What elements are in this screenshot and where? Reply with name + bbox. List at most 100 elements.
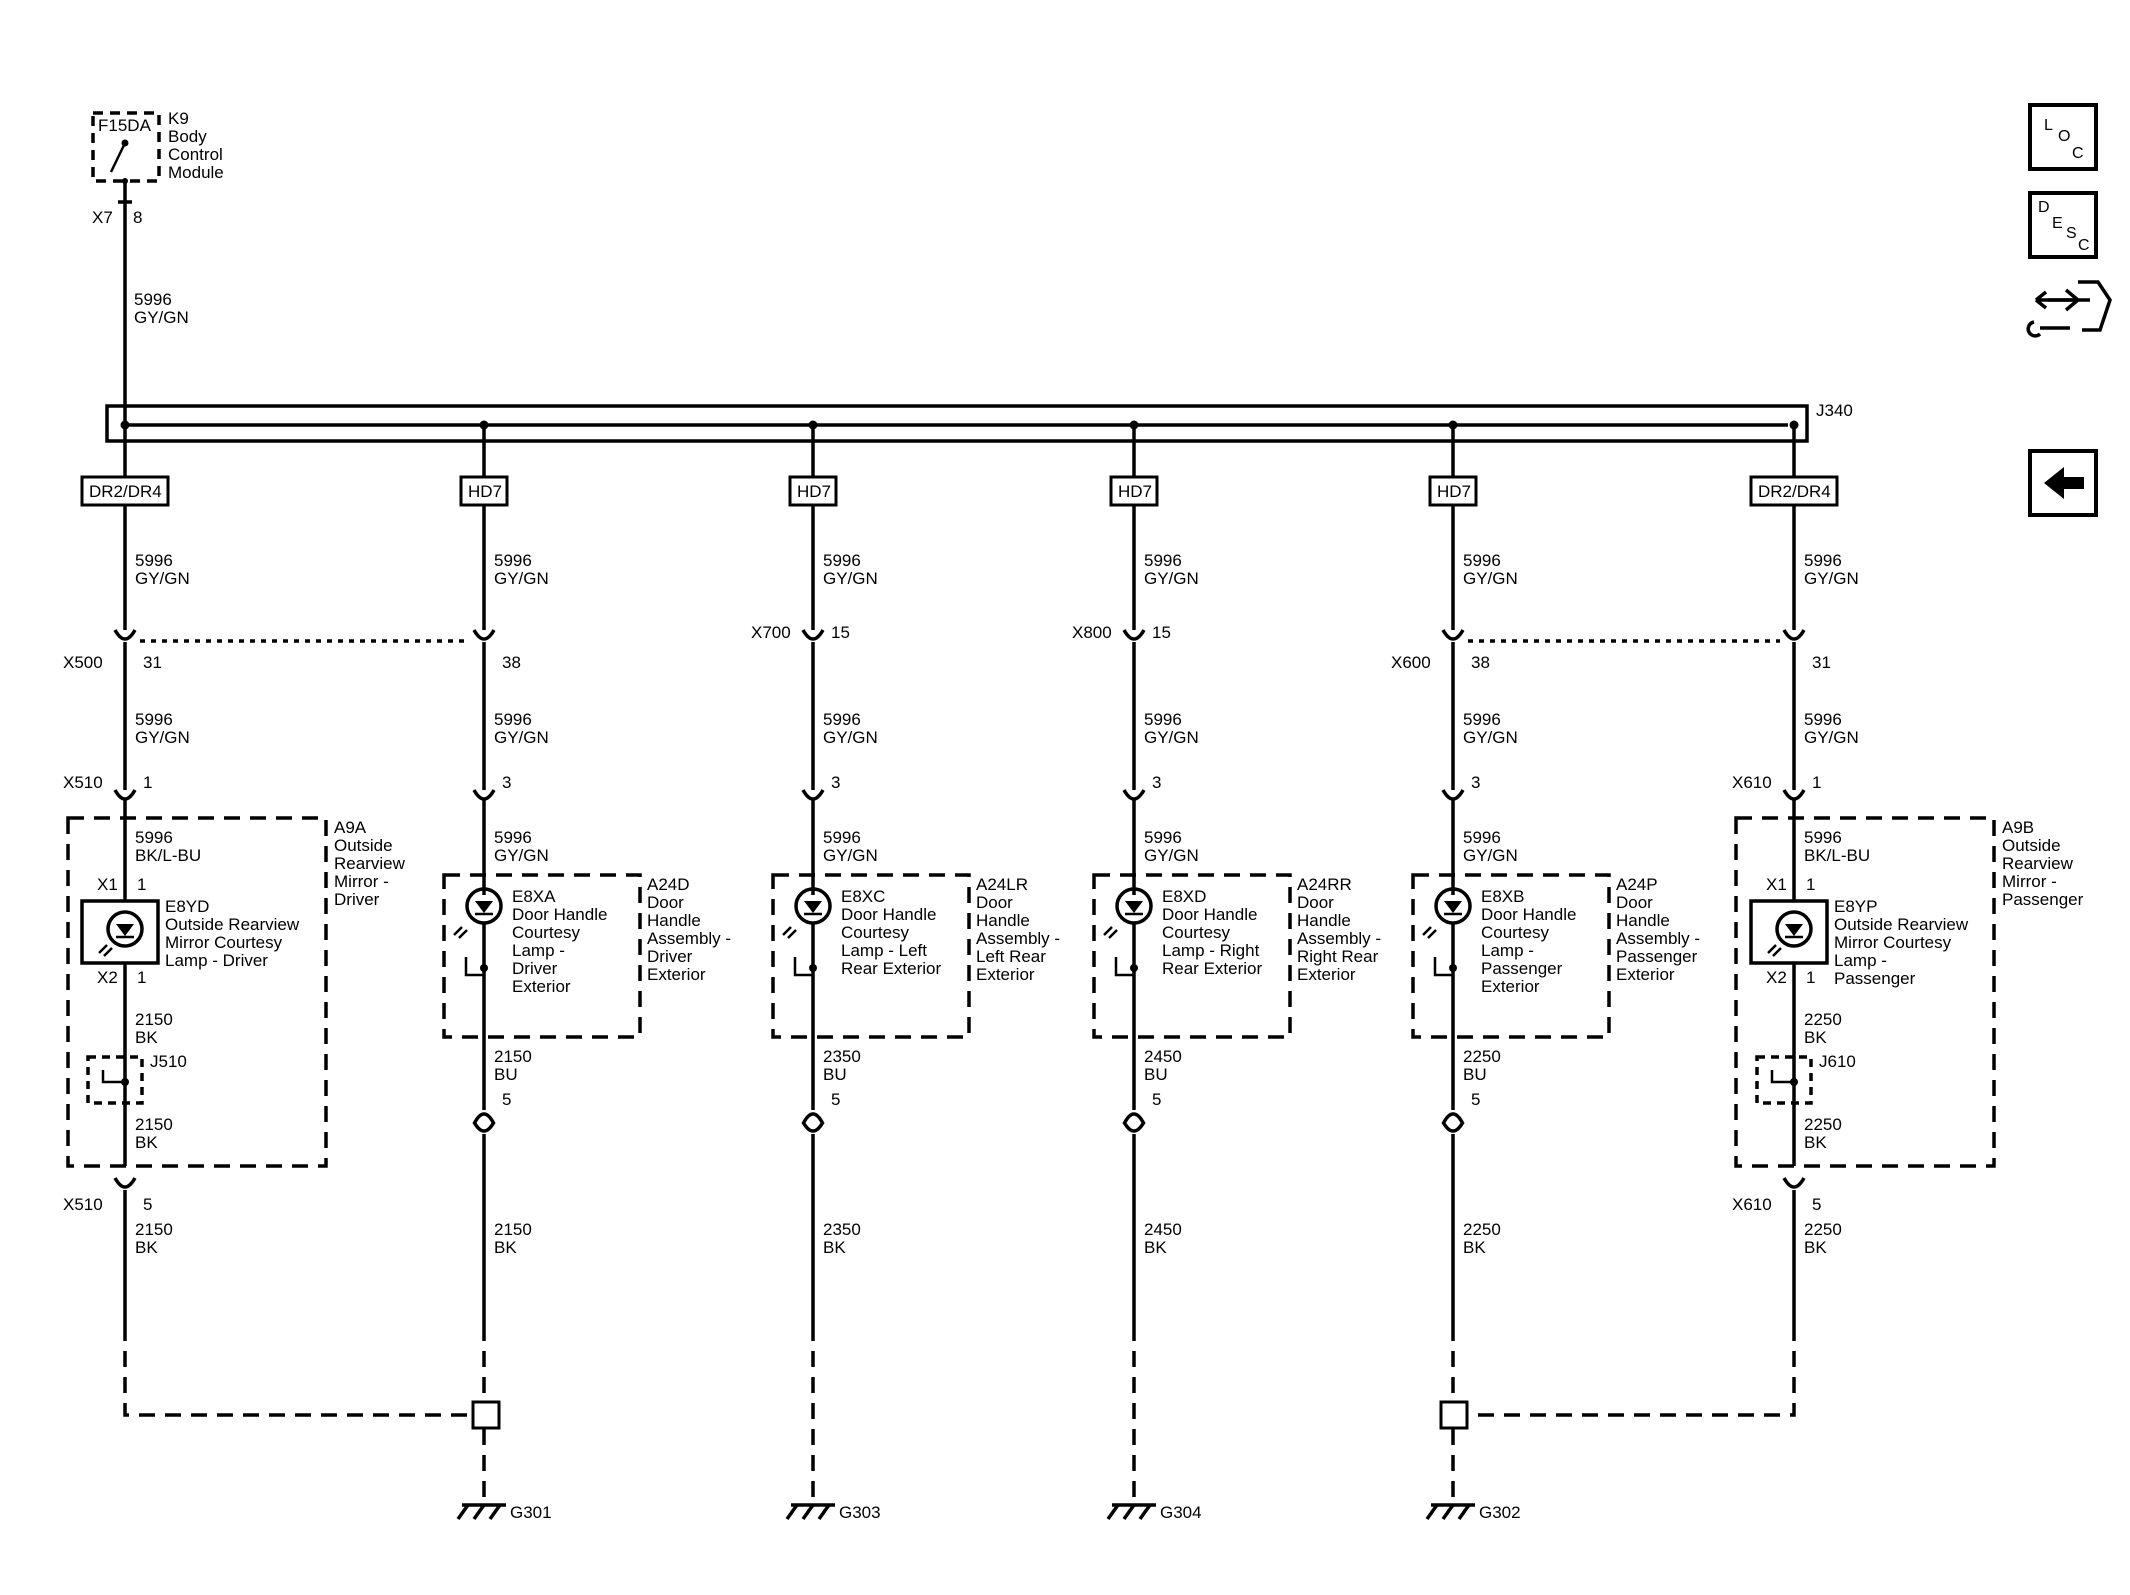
desc-letter: D — [2038, 199, 2050, 216]
pin-label: 15 — [1152, 623, 1171, 642]
module-name-line: Door — [976, 893, 1013, 912]
circuit-branch: HD75996GY/GN385996GY/GN35996GY/GNA24DDoo… — [442, 420, 731, 1522]
module-id: A24P — [1616, 875, 1658, 894]
module-name-line: Handle — [1297, 911, 1351, 930]
wire-circuit: 2250 — [1463, 1220, 1501, 1239]
loc-letter: O — [2058, 128, 2070, 145]
lamp-name-line: Mirror Courtesy — [1834, 933, 1952, 952]
lamp-name-line: Courtesy — [841, 923, 910, 942]
inline-harness-box — [80, 475, 170, 507]
inline-harness-box — [1428, 475, 1478, 507]
wire-circuit: 5996 — [135, 710, 173, 729]
back-arrow-button[interactable] — [2028, 449, 2098, 517]
wire-circuit: 5996 — [134, 290, 172, 309]
wire-circuit: 5996 — [135, 551, 173, 570]
pin-label: 1 — [137, 968, 146, 987]
connector-label: X500 — [63, 653, 103, 672]
desc-letter: S — [2066, 225, 2077, 242]
connector-cavity — [1122, 1121, 1146, 1133]
inner-splice-housing — [86, 1055, 144, 1105]
connector-label: X700 — [751, 623, 791, 642]
module-housing — [1411, 873, 1611, 1039]
pin-label: 1 — [1806, 968, 1815, 987]
module-name-line: Outside — [334, 836, 393, 855]
lamp-name-line: Exterior — [512, 977, 571, 996]
module-id: A9A — [334, 818, 367, 837]
wire-color: GY/GN — [1804, 728, 1859, 747]
wire-circuit: 5996 — [823, 551, 861, 570]
module-housing — [442, 873, 642, 1039]
wire-color: GY/GN — [494, 728, 549, 747]
wire-color: GY/GN — [135, 569, 190, 588]
repair-procedure-icon[interactable] — [2026, 280, 2112, 338]
module-name-line: Assembly - — [647, 929, 731, 948]
wire-circuit: 5996 — [494, 828, 532, 847]
back-arrow-icon — [2044, 467, 2084, 499]
wire-color: BU — [494, 1065, 518, 1084]
lamp-name-line: Rear Exterior — [841, 959, 941, 978]
pin-label: 5 — [143, 1195, 152, 1214]
wire-circuit: 5996 — [135, 828, 173, 847]
lamp-id: E8XA — [512, 887, 556, 906]
module-name-line: Rearview — [334, 854, 406, 873]
inline-harness-box — [788, 475, 838, 507]
lamp-id: E8YD — [165, 897, 209, 916]
connector-label: X2 — [1766, 968, 1787, 987]
pin-label: 15 — [831, 623, 850, 642]
module-housing — [771, 873, 971, 1039]
module-name-line: Passenger — [1616, 947, 1698, 966]
module-name-line: Handle — [1616, 911, 1670, 930]
inline-harness-box — [459, 475, 509, 507]
wire-color: GY/GN — [1463, 846, 1518, 865]
connector-label: X610 — [1732, 773, 1772, 792]
wire-color: BK/L-BU — [135, 846, 201, 865]
module-name-line: Control — [168, 145, 223, 164]
pin-label: 1 — [137, 875, 146, 894]
module-name-line: Exterior — [1616, 965, 1675, 984]
lamp-name-line: Passenger — [1834, 969, 1916, 988]
pin-label: 5 — [1812, 1195, 1821, 1214]
pin-label: 1 — [1806, 875, 1815, 894]
wire-circuit: 5996 — [494, 710, 532, 729]
lamp-name-line: Door Handle — [512, 905, 607, 924]
wire-color: GY/GN — [494, 569, 549, 588]
wire-color: BK — [1804, 1028, 1827, 1047]
wire-color: BK — [1463, 1238, 1486, 1257]
module-name-line: Exterior — [647, 965, 706, 984]
fuse-label: F15DA — [98, 116, 152, 135]
connector-cavity — [1441, 789, 1465, 801]
connector-cavity — [801, 789, 825, 801]
wire-circuit: 2350 — [823, 1220, 861, 1239]
module-housing — [66, 816, 328, 1168]
module-name-line: Body — [168, 127, 207, 146]
connector-cavity — [801, 629, 825, 641]
lamp-name-line: Lamp - — [1834, 951, 1887, 970]
desc-letter: C — [2078, 237, 2090, 254]
connector-cavity — [1122, 1112, 1146, 1125]
wire-circuit: 2250 — [1463, 1047, 1501, 1066]
connector-cavity — [1782, 789, 1806, 801]
connector-cavity — [801, 1121, 825, 1133]
wire-color: GY/GN — [135, 728, 190, 747]
lamp-name-line: Passenger — [1481, 959, 1563, 978]
wire-color: GY/GN — [1144, 569, 1199, 588]
pin-label: 38 — [1471, 653, 1490, 672]
loc-letter: L — [2044, 117, 2053, 134]
wire-circuit: 5996 — [823, 828, 861, 847]
description-button[interactable]: D E S C — [2028, 191, 2098, 259]
wire-color: GY/GN — [823, 728, 878, 747]
inline-harness-label: HD7 — [468, 482, 502, 501]
module-housing — [1734, 816, 1996, 1168]
lamp-name-line: Lamp - Right — [1162, 941, 1260, 960]
ground-returns — [123, 1325, 1796, 1430]
connector-label: X800 — [1072, 623, 1112, 642]
location-button[interactable]: L O C — [2028, 103, 2098, 171]
module-name-line: Handle — [647, 911, 701, 930]
connector-label: X7 — [92, 208, 113, 227]
module-name-line: Mirror - — [2002, 872, 2057, 891]
pin-label: 3 — [1471, 773, 1480, 792]
module-id: A24D — [647, 875, 690, 894]
